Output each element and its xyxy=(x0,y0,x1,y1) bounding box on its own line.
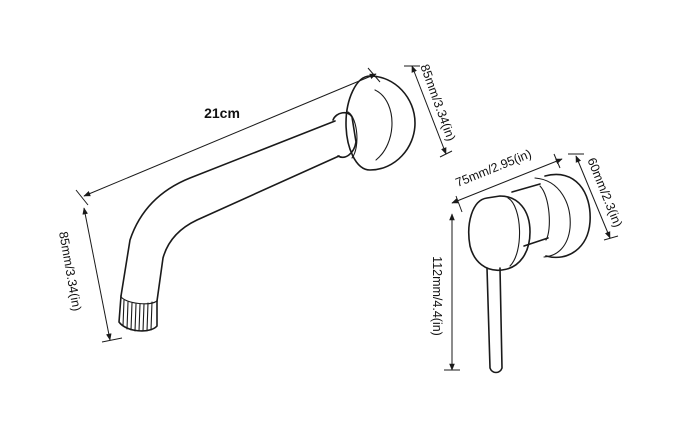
dim-handle-height xyxy=(444,213,460,371)
handle-lever xyxy=(486,267,503,374)
spout-drawing xyxy=(118,75,416,332)
label-spout-wall-plate: 85mm/3.34(in) xyxy=(417,62,458,143)
label-handle-depth: 75mm/2.95(in) xyxy=(454,147,534,190)
dim-handle-depth xyxy=(451,153,563,213)
label-spout-length: 21cm xyxy=(204,105,240,121)
spout-body xyxy=(120,120,336,297)
spout-outlet xyxy=(118,295,158,332)
dim-spout-height xyxy=(82,207,123,343)
dim-spout-wall-plate xyxy=(404,65,453,158)
dim-spout-length xyxy=(75,67,381,206)
handle-body xyxy=(468,195,531,271)
handle-drawing xyxy=(468,173,591,374)
spout-collar xyxy=(332,111,357,158)
handle-wall-plate xyxy=(544,173,591,259)
label-handle-height: 112mm/4.4(in) xyxy=(430,256,444,336)
dim-handle-wall-plate xyxy=(568,153,619,241)
label-spout-height: 85mm/3.34(in) xyxy=(56,230,84,312)
